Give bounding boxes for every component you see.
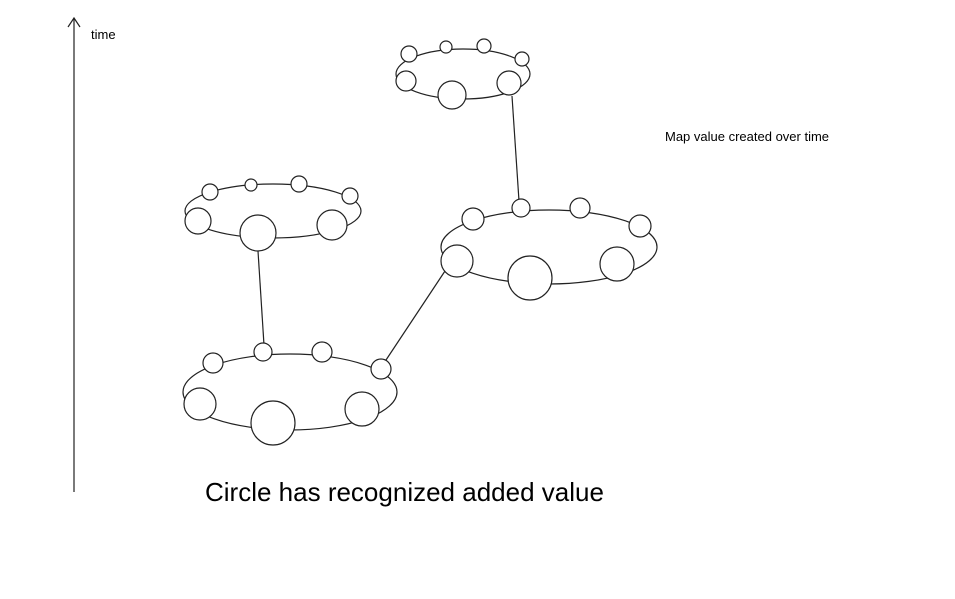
ring-top bbox=[395, 38, 531, 110]
time-axis bbox=[67, 16, 81, 492]
ring-top-left bbox=[184, 175, 362, 252]
annotation-label: Map value created over time bbox=[665, 129, 830, 144]
connector-b-c bbox=[385, 267, 448, 361]
connectors bbox=[257, 95, 520, 361]
ring-right bbox=[440, 197, 658, 301]
connector-d-c bbox=[511, 95, 520, 202]
diagram-caption: Circle has recognized added value bbox=[205, 477, 604, 507]
ring-bottom-left bbox=[182, 341, 398, 446]
connector-a-b bbox=[257, 250, 265, 346]
time-axis-label: time bbox=[91, 27, 116, 42]
